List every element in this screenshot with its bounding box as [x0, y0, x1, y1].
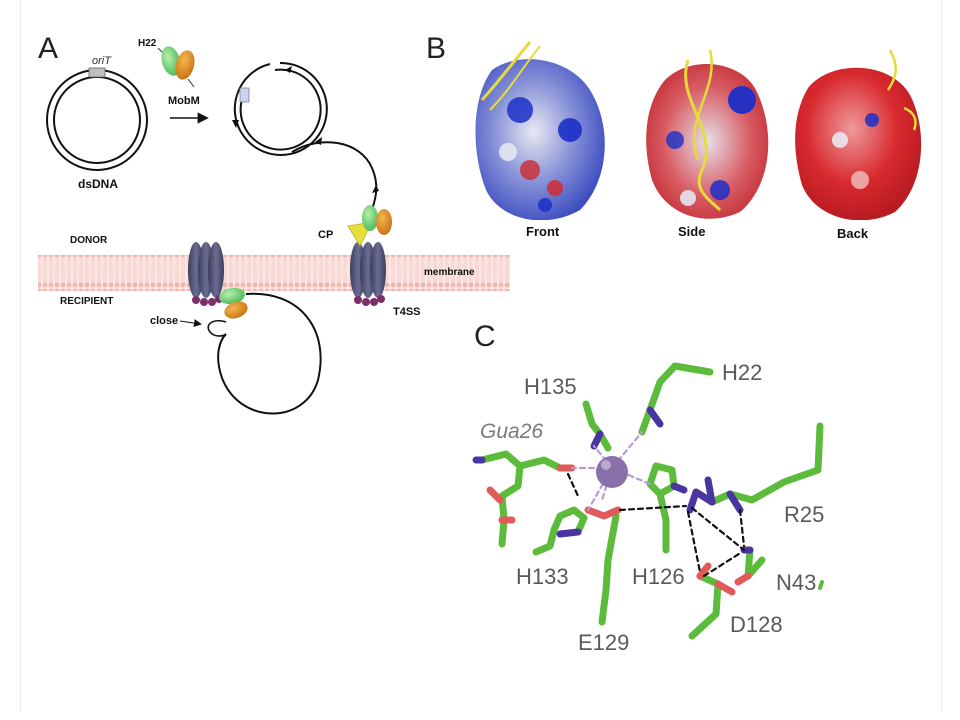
- surface-back: [795, 50, 921, 220]
- residue-r25-stick: [712, 426, 820, 502]
- h22-label: H22: [138, 38, 157, 49]
- ssdna-strand: [292, 142, 376, 210]
- view-label-front: Front: [526, 224, 559, 239]
- view-label-back: Back: [837, 226, 868, 241]
- label-h135: H135: [524, 374, 577, 399]
- residue-h22-stick: [642, 366, 710, 432]
- recipient-label: RECIPIENT: [60, 296, 113, 307]
- t4ss-right: [350, 242, 386, 306]
- closure-hook: [208, 321, 226, 336]
- surface-front: [475, 42, 604, 220]
- mobm-green-docked: [362, 205, 378, 231]
- residue-n43-stick: [748, 550, 762, 576]
- residue-d128-stick: [692, 576, 718, 636]
- label-e129: E129: [578, 630, 629, 655]
- orit-site: [89, 68, 105, 77]
- orit-label: oriT: [92, 55, 112, 67]
- electrostatic-surfaces: [420, 20, 940, 220]
- mobm-orange-docked: [376, 209, 392, 235]
- view-label-side: Side: [678, 224, 705, 239]
- surface-side: [646, 50, 768, 219]
- nicked-orit-site: [240, 88, 249, 102]
- label-h133: H133: [516, 564, 569, 589]
- metal-ion: [596, 456, 628, 488]
- dsdna-label: dsDNA: [78, 177, 118, 191]
- close-arrow: [180, 321, 200, 324]
- dsdna-plasmid: [47, 68, 147, 170]
- cp-label: CP: [318, 229, 333, 241]
- residue-e129-stick: [602, 516, 616, 622]
- t4ss-label: T4SS: [393, 306, 421, 318]
- mobm-protein: [158, 44, 198, 87]
- label-h126: H126: [632, 564, 685, 589]
- panel-b: B: [420, 20, 940, 260]
- residue-h126-stick: [650, 466, 674, 494]
- label-h22: H22: [722, 360, 762, 385]
- panel-c: C: [460, 320, 860, 700]
- membrane-label: membrane: [424, 267, 475, 278]
- nicked-plasmid: [232, 63, 327, 155]
- donor-label: DONOR: [70, 235, 108, 246]
- close-label: close: [150, 315, 178, 327]
- active-site-sticks: H22 H135 Gua26 R25 H133 H126 N43 E129 D1…: [460, 320, 860, 700]
- label-d128: D128: [730, 612, 783, 637]
- t4ss-left: [188, 242, 224, 306]
- label-gua26: Gua26: [480, 420, 543, 443]
- residue-h133-stick: [554, 510, 584, 532]
- label-n43: N43: [776, 570, 816, 595]
- mobm-label: MobM: [168, 95, 200, 107]
- label-r25: R25: [784, 502, 824, 527]
